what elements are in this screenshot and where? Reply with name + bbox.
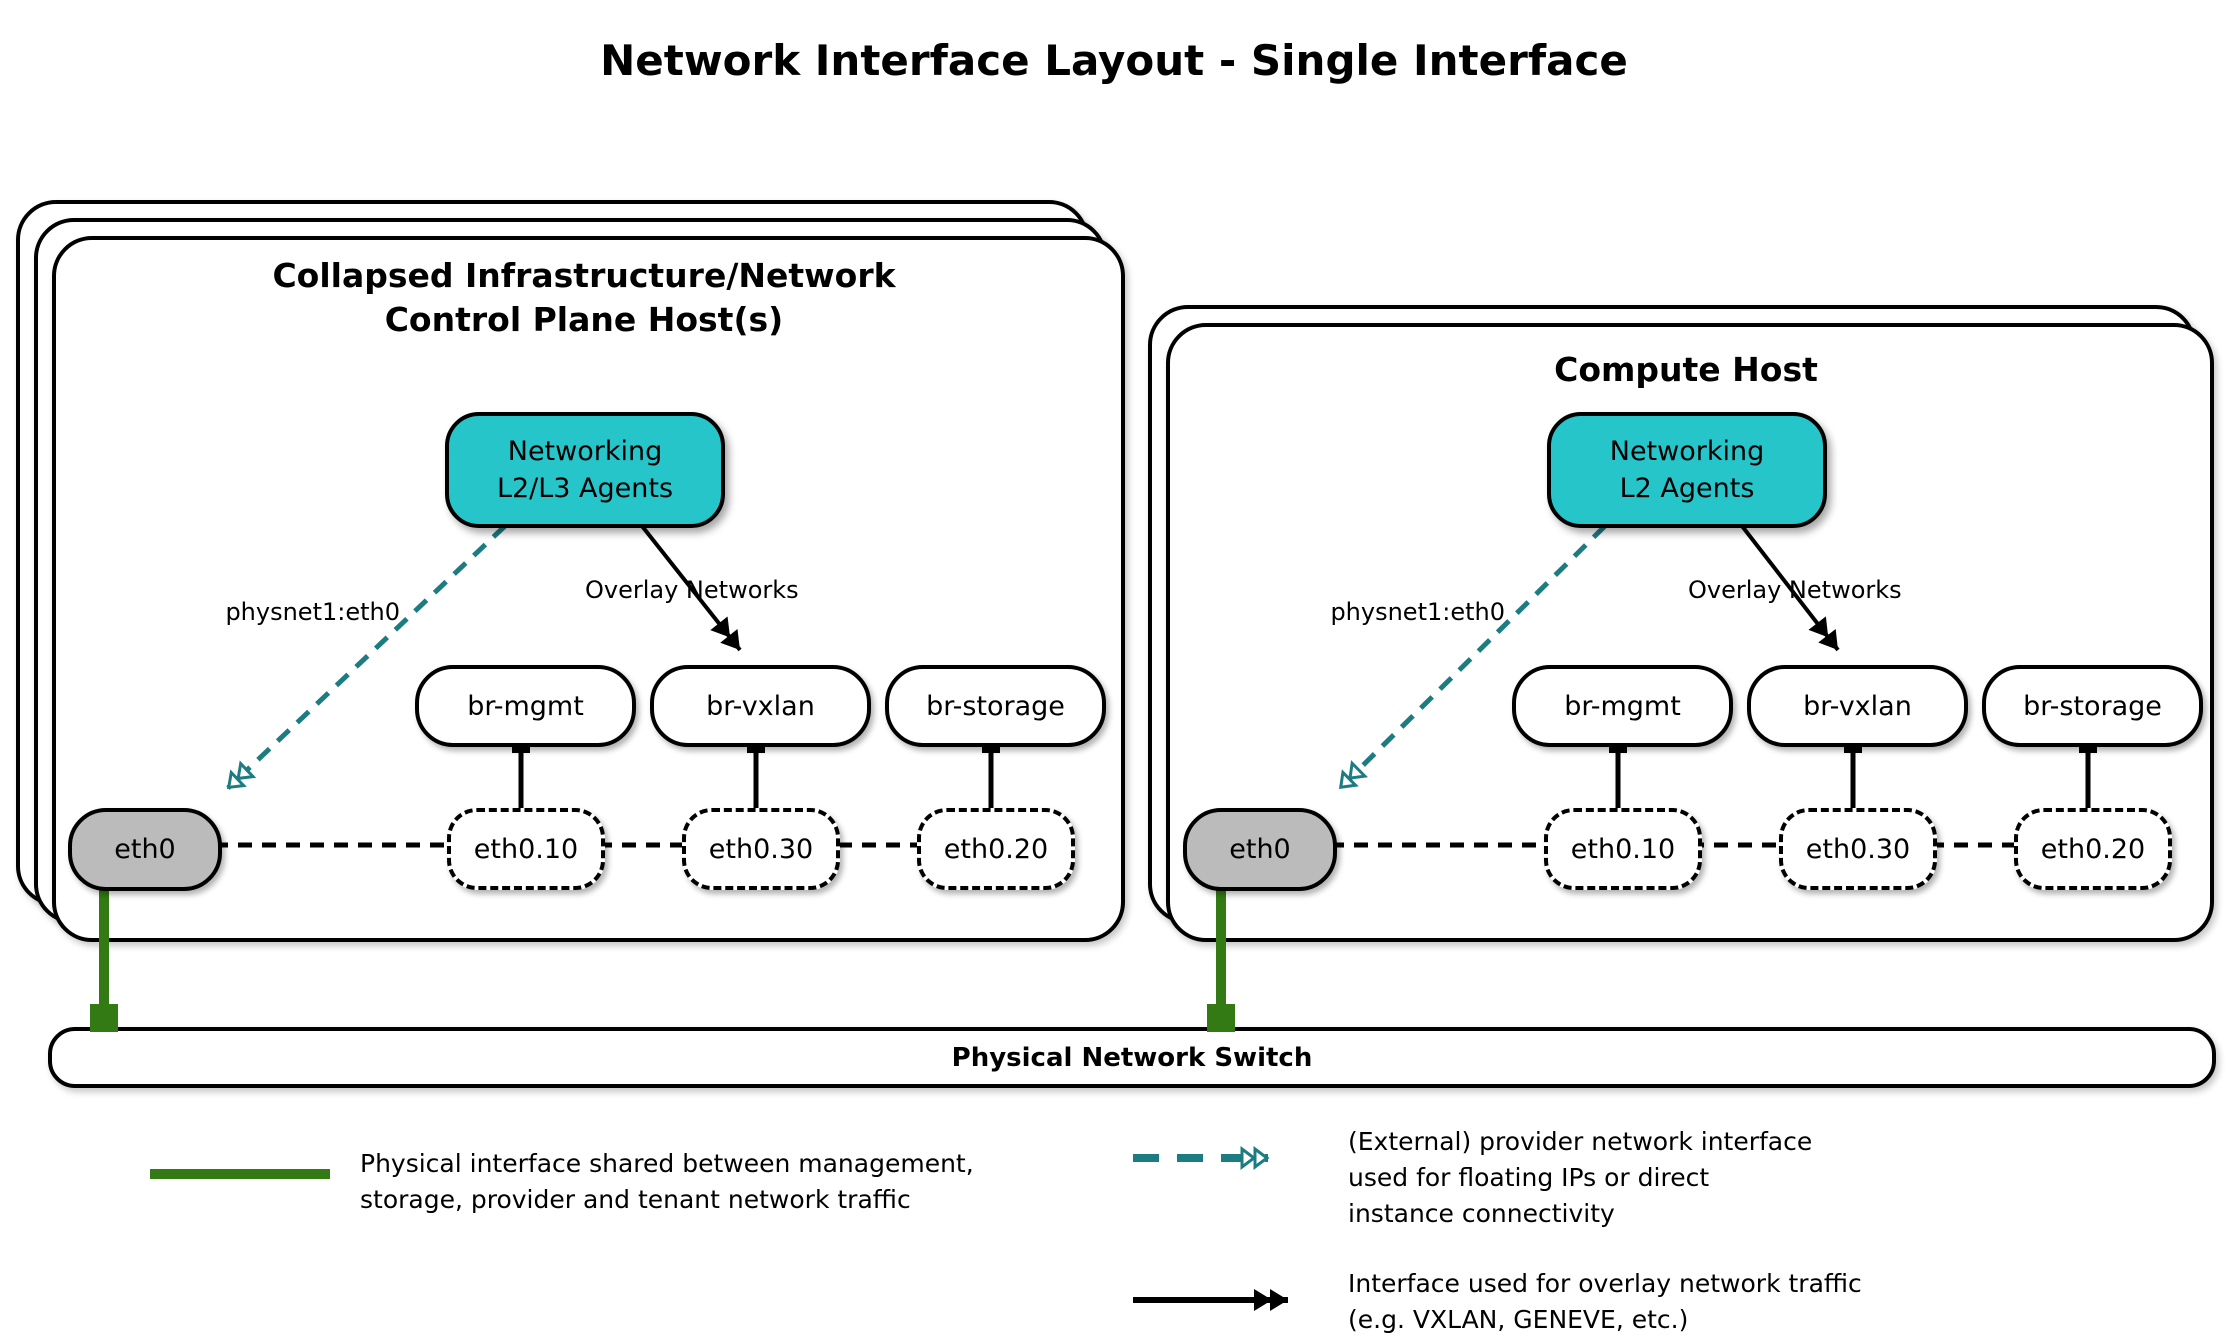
provider-arrow-label-left: physnet1:eth0 <box>225 598 400 626</box>
vlan-node-eth0-30-left: eth0.30 <box>682 808 840 890</box>
vlan-node-eth0-10-left: eth0.10 <box>447 808 605 890</box>
overlay-arrow-label-left: Overlay Networks <box>585 576 799 604</box>
physical-network-switch: Physical Network Switch <box>48 1027 2216 1088</box>
overlay-arrow-left <box>640 524 742 652</box>
bridge-node-br-vxlan-right: br-vxlan <box>1747 665 1968 747</box>
bridge-node-br-storage-left: br-storage <box>885 665 1106 747</box>
legend-text-overlay-interface: Interface used for overlay network traff… <box>1348 1269 1862 1334</box>
overlay-arrow-right <box>1740 524 1840 652</box>
agent-label-line1: Networking <box>1609 436 1765 467</box>
legend-text-physical-interface: Physical interface shared between manage… <box>360 1149 974 1214</box>
vlan-node-eth0-20-left: eth0.20 <box>917 808 1075 890</box>
control-host-title: Collapsed Infrastructure/Network Control… <box>184 254 984 342</box>
agent-label-line2: L2 Agents <box>1619 473 1755 504</box>
vlan-node-eth0-20-right: eth0.20 <box>2014 808 2172 890</box>
compute-host-title-line1: Compute Host <box>1554 350 1818 389</box>
provider-arrow-label-right: physnet1:eth0 <box>1330 598 1505 626</box>
provider-arrow-right <box>1338 524 1607 790</box>
compute-host-title: Compute Host <box>1286 348 2086 392</box>
agent-label-line1: Networking <box>507 436 663 467</box>
bridge-node-br-storage-right: br-storage <box>1982 665 2203 747</box>
bridge-node-br-vxlan-left: br-vxlan <box>650 665 871 747</box>
nic-node-eth0-left: eth0 <box>68 808 222 891</box>
overlay-arrow-label-right: Overlay Networks <box>1688 576 1902 604</box>
vlan-node-eth0-30-right: eth0.30 <box>1779 808 1937 890</box>
bridge-node-br-mgmt-left: br-mgmt <box>415 665 636 747</box>
diagram-title: Network Interface Layout - Single Interf… <box>600 36 1628 85</box>
provider-arrow-left <box>226 524 507 790</box>
control-host-title-line1: Collapsed Infrastructure/Network <box>272 256 896 295</box>
physical-network-switch-label: Physical Network Switch <box>951 1042 1313 1073</box>
legend-text-provider-interface: (External) provider network interface us… <box>1348 1127 1813 1228</box>
nic-node-eth0-right: eth0 <box>1183 808 1337 891</box>
bridge-node-br-mgmt-right: br-mgmt <box>1512 665 1733 747</box>
switch-port-square-left <box>90 1004 118 1032</box>
vlan-node-eth0-10-right: eth0.10 <box>1544 808 1702 890</box>
agent-label-line2: L2/L3 Agents <box>496 473 674 504</box>
switch-port-square-right <box>1207 1004 1235 1032</box>
networking-agents-node-left: Networking L2/L3 Agents <box>445 412 725 528</box>
networking-agents-node-right: Networking L2 Agents <box>1547 412 1827 528</box>
control-host-title-line2: Control Plane Host(s) <box>384 300 784 339</box>
